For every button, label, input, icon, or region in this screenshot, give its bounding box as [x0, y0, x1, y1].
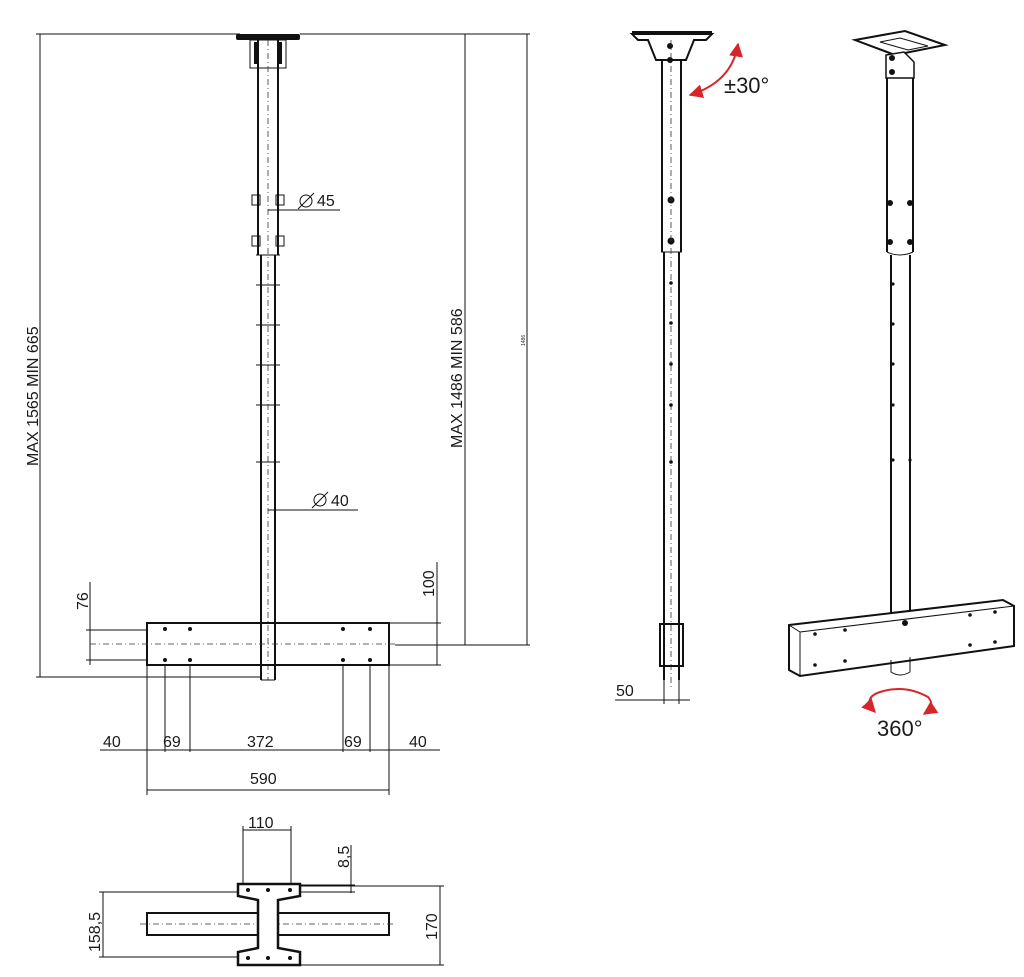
isometric-view: 360°: [788, 29, 1015, 741]
tiny-1486-label: 1486: [521, 335, 527, 346]
dim-170-label: 170: [424, 913, 441, 940]
dim-69-right-label: 69: [344, 734, 362, 751]
iso-ceiling-plate: [851, 29, 949, 57]
dim-8-5-label: 8,5: [336, 846, 353, 868]
height-max-min-label-1486: MAX 1486 MIN 586: [449, 308, 466, 448]
dim-40-left-label: 40: [103, 734, 121, 751]
tilt-label: ±30°: [724, 73, 769, 98]
side-view: 50 ±30°: [615, 31, 769, 704]
rotate-arrow: [861, 687, 939, 715]
rotate-label: 360°: [877, 716, 923, 741]
dim-76-label: 76: [75, 592, 92, 610]
dim-110-label: 110: [248, 815, 274, 832]
dim-40-right-label: 40: [409, 734, 427, 751]
dim-590-label: 590: [250, 771, 277, 788]
dim-158-5-label: 158,5: [87, 912, 104, 952]
front-view: 45 40 MAX 1565 MIN 665 MAX 1486 MIN 586 …: [25, 33, 530, 795]
dim-50-label: 50: [616, 683, 634, 700]
ceiling-plate: [236, 34, 300, 40]
diameter-40-label: 40: [331, 493, 349, 510]
iso-crossbar: [788, 598, 1015, 678]
top-mount-plate: [236, 882, 302, 967]
tilt-arrow: [688, 42, 743, 98]
dim-372-label: 372: [247, 734, 274, 751]
diameter-45-label: 45: [317, 193, 335, 210]
diameter-45-symbol: [297, 192, 315, 210]
dim-100-label: 100: [421, 570, 438, 597]
top-view: 110 8,5 158,5 170: [87, 815, 444, 967]
height-max-min-label-1565: MAX 1565 MIN 665: [25, 326, 42, 466]
diameter-40-symbol: [311, 491, 329, 509]
dim-69-left-label: 69: [163, 734, 181, 751]
